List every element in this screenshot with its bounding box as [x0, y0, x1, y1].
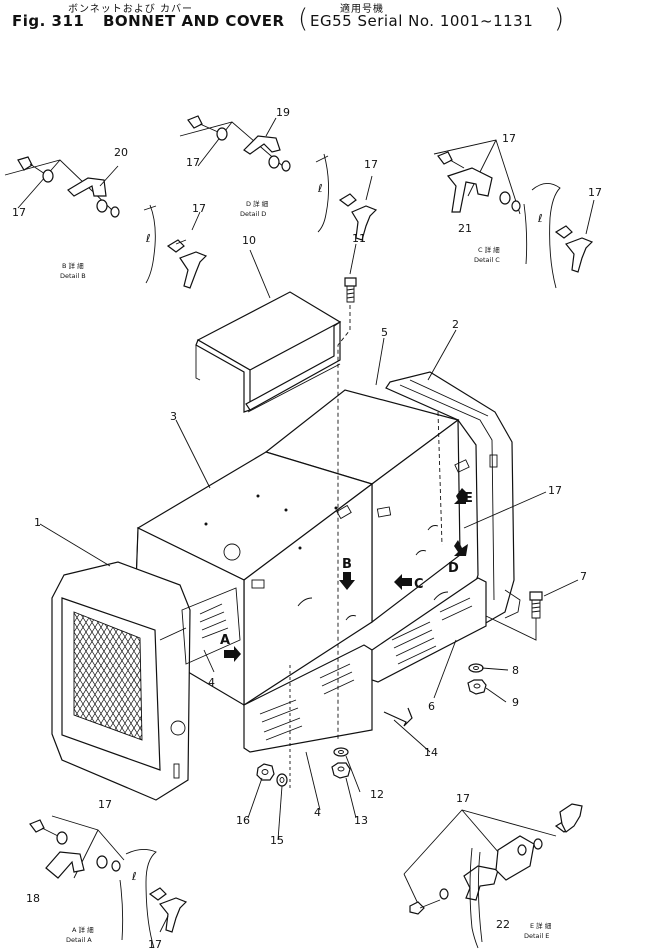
- callout-17-d2: 17: [364, 158, 378, 171]
- washer-12-icon: [333, 747, 349, 757]
- view-arrow-b: B: [339, 557, 355, 590]
- svg-text:B: B: [342, 557, 352, 572]
- svg-text:E: E: [464, 491, 473, 506]
- callout-21: 21: [458, 222, 472, 235]
- callout-3: 3: [170, 410, 177, 423]
- callout-10: 10: [242, 234, 256, 247]
- lower-cover-right: [371, 577, 487, 683]
- callout-12: 12: [370, 788, 384, 801]
- washer-8-icon: [468, 663, 484, 673]
- callout-17-b: 17: [12, 206, 26, 219]
- japanese-applicable-label: 適用号機: [340, 4, 384, 15]
- serial-paren-close: ): [554, 4, 565, 34]
- svg-text:D 詳 細: D 詳 細: [246, 199, 269, 208]
- callout-17-c2: 17: [588, 186, 602, 199]
- callout-17-b2: 17: [192, 202, 206, 215]
- callout-1: 1: [34, 516, 41, 529]
- callout-8: 8: [512, 664, 519, 677]
- view-arrow-e: E: [454, 488, 473, 506]
- svg-text:A 詳 細: A 詳 細: [72, 925, 94, 934]
- leader-lines: [39, 243, 579, 841]
- svg-text:ℓ: ℓ: [537, 212, 543, 225]
- svg-text:ℓ: ℓ: [145, 232, 151, 245]
- figure-number: Fig. 311: [12, 12, 85, 30]
- callout-5: 5: [381, 326, 388, 339]
- callout-22: 22: [496, 918, 510, 931]
- bolt-11-icon: [344, 277, 357, 303]
- callout-16: 16: [236, 814, 250, 827]
- handle-14-icon: [383, 707, 413, 727]
- callout-numbers: 1 2 3 4 4 5 6 7 8 9 10 11 12 13 14 15 16…: [12, 106, 602, 951]
- callout-14: 14: [424, 746, 438, 759]
- lower-cover-front: [243, 644, 373, 753]
- bolt-7-icon: [485, 591, 543, 641]
- callout-7: 7: [580, 570, 587, 583]
- callout-13: 13: [354, 814, 368, 827]
- view-arrow-a: A: [220, 633, 241, 662]
- callout-17-main: 17: [548, 484, 562, 497]
- svg-text:Detail B: Detail B: [60, 272, 86, 280]
- svg-text:Detail C: Detail C: [474, 256, 500, 264]
- svg-text:A: A: [220, 633, 230, 648]
- detail-a: ℓ A 詳 細 Detail A: [29, 815, 188, 949]
- callout-17-d: 17: [186, 156, 200, 169]
- svg-text:Detail D: Detail D: [240, 210, 266, 218]
- callout-19: 19: [276, 106, 290, 119]
- detail-e: E 詳 細 Detail E: [403, 803, 583, 949]
- svg-text:ℓ: ℓ: [131, 870, 137, 883]
- detail-d: ℓ D 詳 細 Detail D: [179, 115, 378, 241]
- detail-b: ℓ B 詳 細 Detail B: [4, 156, 208, 289]
- callout-15: 15: [270, 834, 284, 847]
- figure-title: BONNET AND COVER: [103, 12, 285, 30]
- callout-6: 6: [428, 700, 435, 713]
- washer-15-icon: [276, 773, 288, 787]
- detail-c: ℓ C 詳 細 Detail C: [433, 139, 595, 289]
- svg-text:B 詳 細: B 詳 細: [62, 261, 84, 270]
- callout-4a: 4: [208, 676, 215, 689]
- svg-text:ℓ: ℓ: [317, 182, 323, 195]
- serial-range: EG55 Serial No. 1001~1131: [310, 12, 534, 30]
- nut-16-icon: [256, 763, 275, 781]
- callout-17-a2: 17: [148, 938, 162, 951]
- callout-20: 20: [114, 146, 128, 159]
- nut-13-icon: [331, 762, 351, 779]
- body-cover-left: [133, 451, 374, 707]
- callout-17-c: 17: [502, 132, 516, 145]
- view-arrow-d: D: [448, 540, 468, 576]
- svg-text:D: D: [448, 561, 459, 576]
- callout-17-e: 17: [456, 792, 470, 805]
- roof-hood-right: [264, 389, 470, 624]
- callout-2: 2: [452, 318, 459, 331]
- louver-panel-left: [181, 587, 241, 665]
- callout-18: 18: [26, 892, 40, 905]
- japanese-title: ボンネットおよび カバー: [68, 4, 193, 15]
- svg-text:C: C: [414, 577, 424, 592]
- callout-4b: 4: [314, 806, 321, 819]
- svg-text:Detail E: Detail E: [524, 932, 549, 940]
- nut-9-icon: [467, 679, 487, 695]
- view-arrow-c: C: [394, 574, 424, 592]
- svg-text:Detail A: Detail A: [66, 936, 92, 944]
- svg-text:C 詳 細: C 詳 細: [478, 245, 500, 254]
- top-cover: [195, 291, 342, 413]
- callout-11: 11: [352, 232, 366, 245]
- serial-paren-open: (: [298, 4, 309, 34]
- callout-9: 9: [512, 696, 519, 709]
- callout-17-a: 17: [98, 798, 112, 811]
- svg-text:E 詳 細: E 詳 細: [530, 921, 552, 930]
